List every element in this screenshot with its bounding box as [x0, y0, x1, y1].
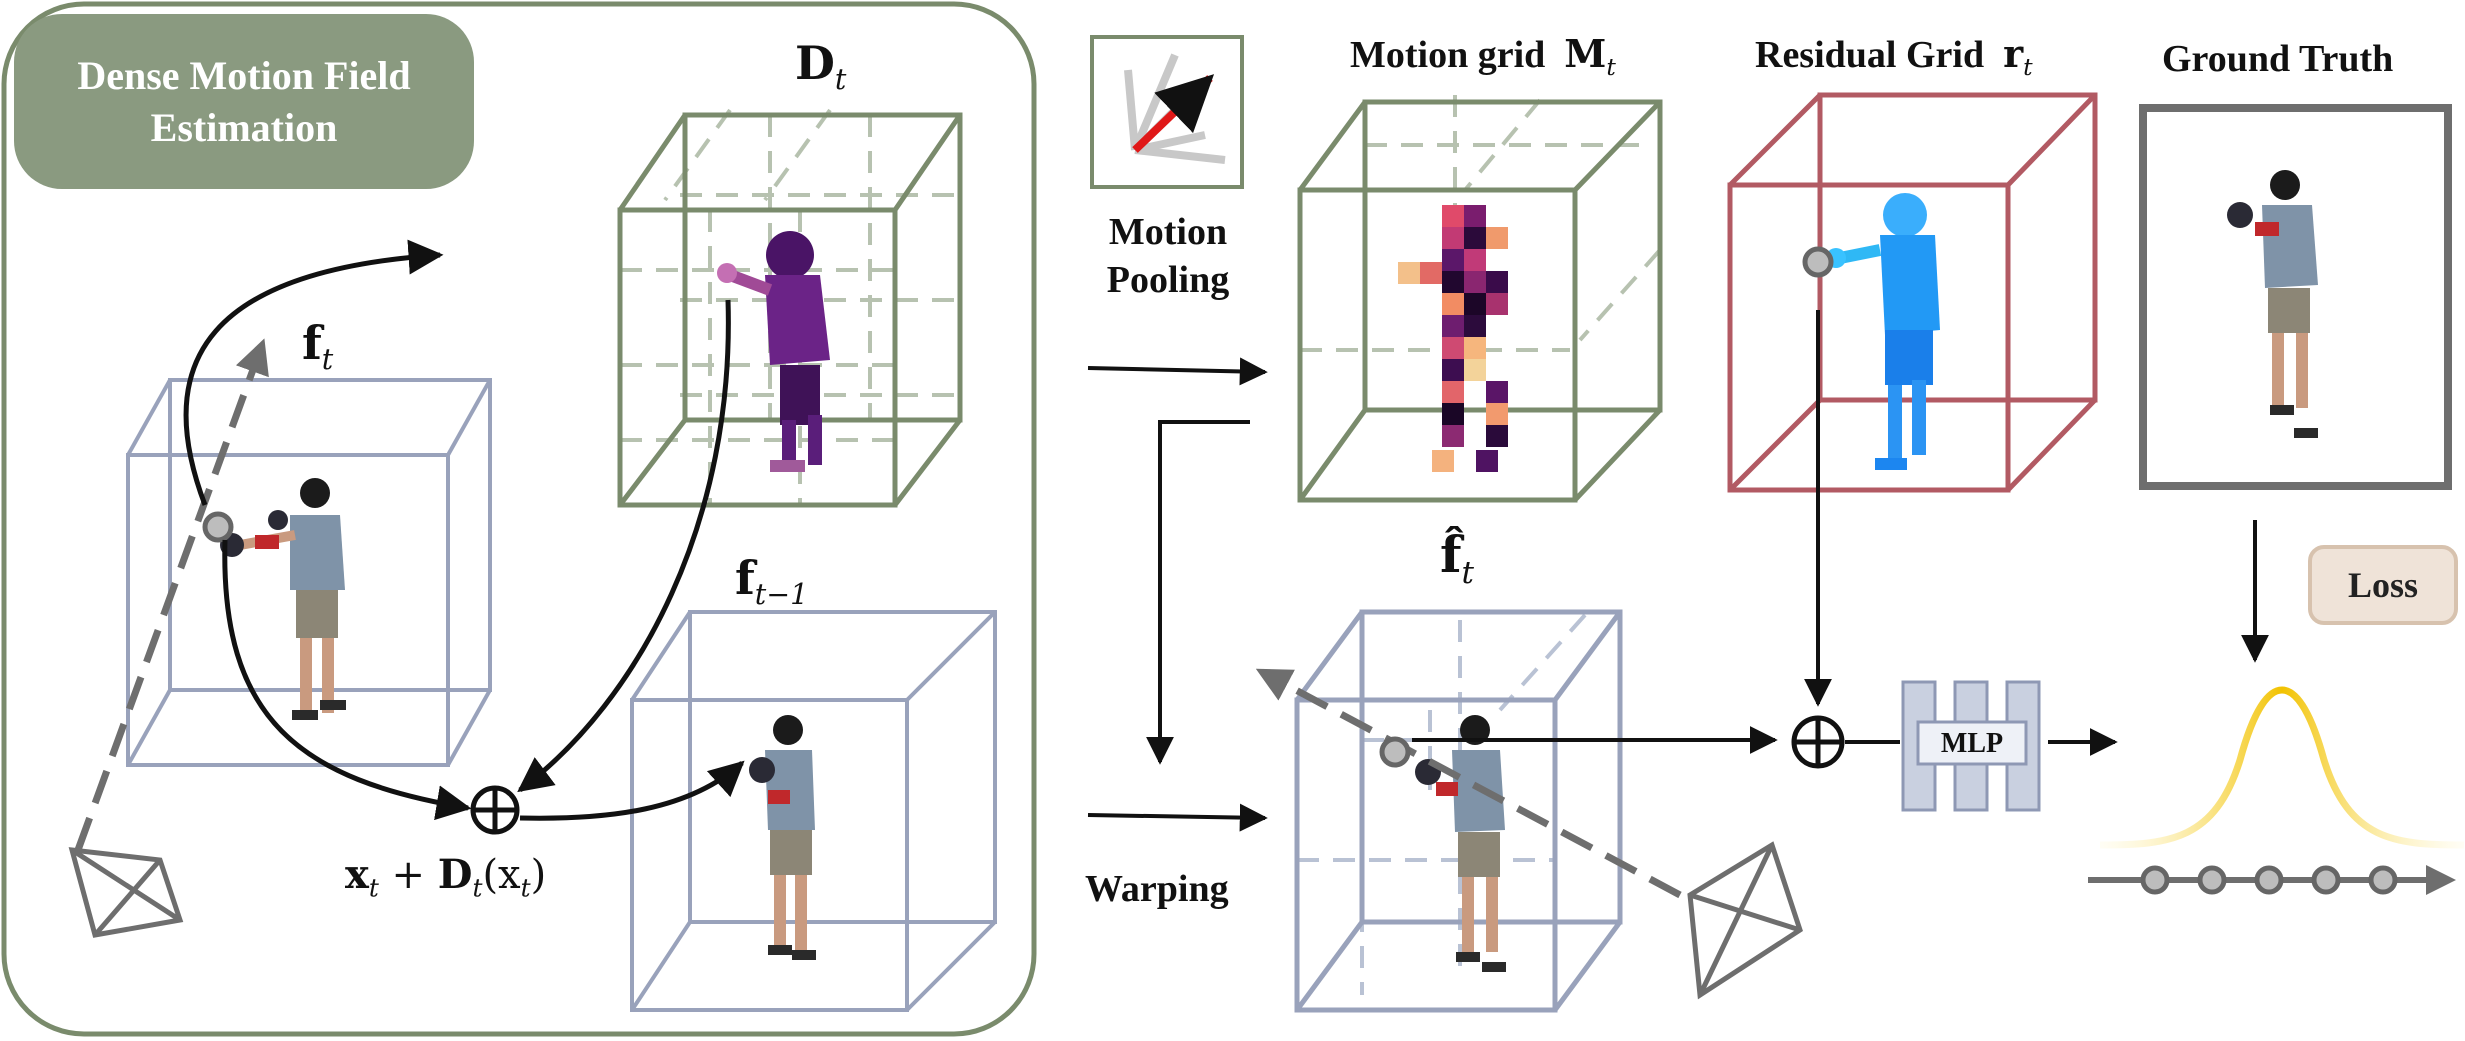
panel-title: Dense Motion Field Estimation	[14, 14, 474, 189]
warp-equation: xt + Dt(xt)	[345, 851, 547, 903]
label-warping: Warping	[1085, 868, 1229, 910]
loss-box: Loss	[2308, 545, 2458, 625]
ground-truth-frame	[2139, 104, 2452, 490]
panel-title-line2: Estimation	[150, 105, 338, 150]
sample-point-ft	[202, 511, 234, 543]
label-motion-pooling-2: Pooling	[1106, 259, 1230, 301]
person-figure-ft	[220, 478, 346, 720]
cube-ft-1	[630, 610, 997, 1012]
sample-point-fhat	[1379, 736, 1411, 768]
cube-residual-grid	[1727, 92, 2098, 493]
label-residual-grid: Residual Grid rt	[1755, 31, 2033, 82]
motion-grid-pixels	[1398, 205, 1508, 472]
ray-sample-points	[2140, 865, 2398, 895]
panel-title-line1: Dense Motion Field	[77, 53, 411, 98]
label-Dt: Dt	[795, 36, 847, 96]
panel-arrows	[183, 239, 745, 821]
sample-point-residual	[1802, 246, 1834, 278]
mlp-block	[1901, 680, 2041, 812]
sum-operator-left	[470, 785, 520, 835]
sum-operator-right	[1791, 715, 1845, 769]
motion-pooling-icon	[1090, 35, 1244, 189]
camera-icon-right	[1687, 841, 1803, 1000]
camera-ray-ft	[74, 338, 269, 852]
camera-ray-fhat	[1255, 668, 1682, 899]
person-figure-gt	[2227, 170, 2318, 438]
dense-motion-panel	[1, 1, 1037, 1037]
label-ft: ft	[302, 316, 334, 376]
person-figure-ft-1	[749, 715, 816, 960]
label-fhat: f̂t	[1440, 525, 1474, 591]
label-ft-1: ft−1	[735, 551, 809, 611]
flow-arrows-mid	[1087, 357, 1268, 832]
camera-icon-left	[68, 847, 184, 938]
label-ground-truth: Ground Truth	[2162, 38, 2394, 80]
label-mlp: MLP	[1940, 728, 2004, 759]
label-motion-pooling: Motion Pooling	[1098, 208, 1238, 304]
label-motion-grid: Motion grid Mt	[1350, 31, 1616, 82]
motion-field-silhouette	[717, 231, 830, 472]
residual-silhouette	[1826, 193, 1940, 470]
label-motion-pooling-1: Motion	[1108, 211, 1228, 253]
gaussian-curve	[2099, 686, 2465, 849]
